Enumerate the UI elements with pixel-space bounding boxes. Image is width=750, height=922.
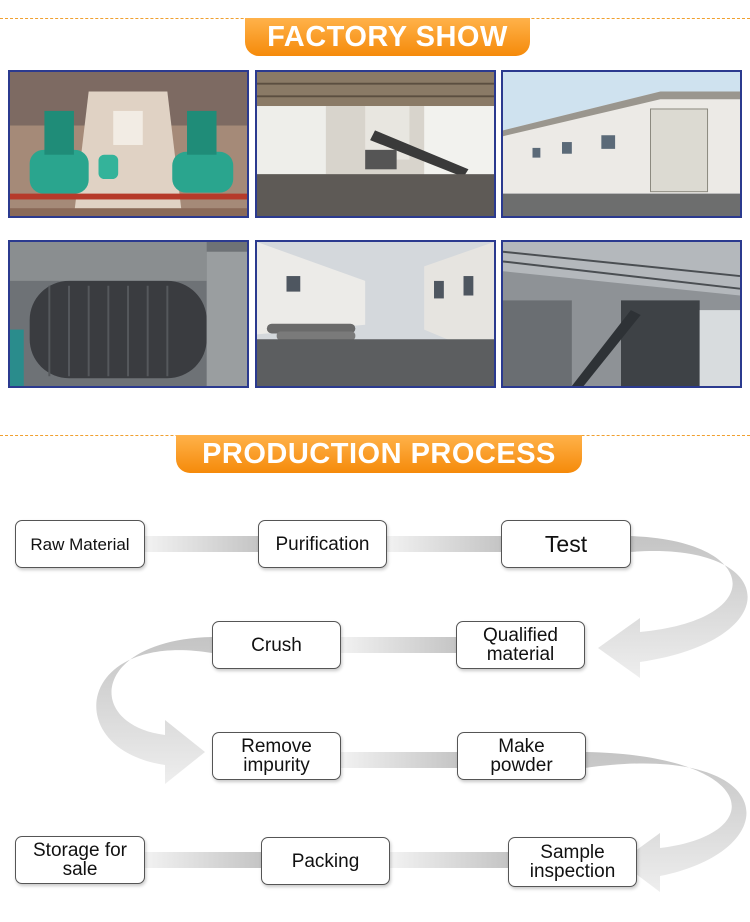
production-process-banner: PRODUCTION PROCESS bbox=[176, 435, 582, 473]
connector-2 bbox=[386, 536, 502, 552]
factory-photo-reactor-hall bbox=[8, 70, 249, 218]
curve-right-2 bbox=[585, 752, 747, 892]
step-make-powder: Make powder bbox=[457, 732, 586, 780]
curve-left-1 bbox=[96, 637, 212, 784]
step-raw-material: Raw Material bbox=[15, 520, 145, 568]
curve-right-1 bbox=[598, 536, 748, 678]
step-packing: Packing bbox=[261, 837, 390, 885]
step-test: Test bbox=[501, 520, 631, 568]
factory-photo-warehouse-conveyor bbox=[255, 70, 496, 218]
factory-photo-yard-pipes bbox=[255, 240, 496, 388]
connector-3 bbox=[340, 637, 458, 653]
factory-photo-steel-tower bbox=[501, 240, 742, 388]
step-qualified-material: Qualified material bbox=[456, 621, 585, 669]
factory-photo-white-building bbox=[501, 70, 742, 218]
factory-show-banner: FACTORY SHOW bbox=[245, 18, 530, 56]
connector-1 bbox=[145, 536, 260, 552]
step-storage-for-sale: Storage for sale bbox=[15, 836, 145, 884]
connector-5 bbox=[390, 852, 510, 868]
step-crush: Crush bbox=[212, 621, 341, 669]
connector-4 bbox=[340, 752, 460, 768]
step-purification: Purification bbox=[258, 520, 387, 568]
connector-6 bbox=[145, 852, 262, 868]
factory-photo-rotary-drum bbox=[8, 240, 249, 388]
step-remove-impurity: Remove impurity bbox=[212, 732, 341, 780]
step-sample-inspection: Sample inspection bbox=[508, 837, 637, 887]
